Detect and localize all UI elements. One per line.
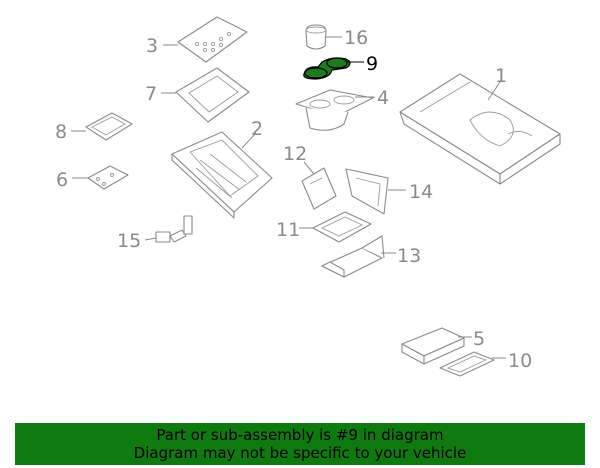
callout-13: 13 <box>397 245 421 267</box>
callout-1: 1 <box>495 65 507 87</box>
banner-line-2: Diagram may not be specific to your vehi… <box>133 444 467 462</box>
part-8-pad[interactable] <box>85 112 133 141</box>
callout-2: 2 <box>251 118 263 140</box>
banner-line-1: Part or sub-assembly is #9 in diagram <box>156 426 444 444</box>
part-12-panel[interactable] <box>301 167 337 210</box>
part-14-side-bracket[interactable] <box>345 168 389 215</box>
part-4-cup-holder[interactable] <box>295 89 374 131</box>
callout-8: 8 <box>55 121 67 143</box>
callout-6: 6 <box>56 169 68 191</box>
part-6-bracket[interactable] <box>87 165 129 190</box>
part-3-cover-plate[interactable] <box>177 16 248 63</box>
part-10-mat[interactable] <box>439 351 495 377</box>
callout-15: 15 <box>117 230 141 252</box>
part-7-bezel[interactable] <box>175 67 250 123</box>
callout-10: 10 <box>508 350 532 372</box>
callout-4: 4 <box>377 87 389 109</box>
part-5-storage-box[interactable] <box>401 327 465 365</box>
part-11-plate[interactable] <box>312 211 372 243</box>
part-16-ring[interactable] <box>305 24 327 50</box>
callout-5: 5 <box>473 328 485 350</box>
callout-14: 14 <box>409 181 433 203</box>
callout-12: 12 <box>283 143 307 165</box>
callout-3: 3 <box>146 35 158 57</box>
callout-16: 16 <box>344 27 368 49</box>
part-9-cap[interactable] <box>303 57 351 80</box>
callout-11: 11 <box>276 219 300 241</box>
parts-diagram: 3 7 8 6 2 15 16 <box>55 16 561 377</box>
part-1-center-console[interactable] <box>399 73 561 185</box>
part-2-console-tray[interactable] <box>171 131 273 219</box>
part-13-tray[interactable] <box>321 235 385 278</box>
part-15-connector[interactable] <box>155 215 193 243</box>
callout-7: 7 <box>145 83 157 105</box>
callout-9: 9 <box>366 53 378 75</box>
info-banner: Part or sub-assembly is #9 in diagram Di… <box>15 423 585 465</box>
